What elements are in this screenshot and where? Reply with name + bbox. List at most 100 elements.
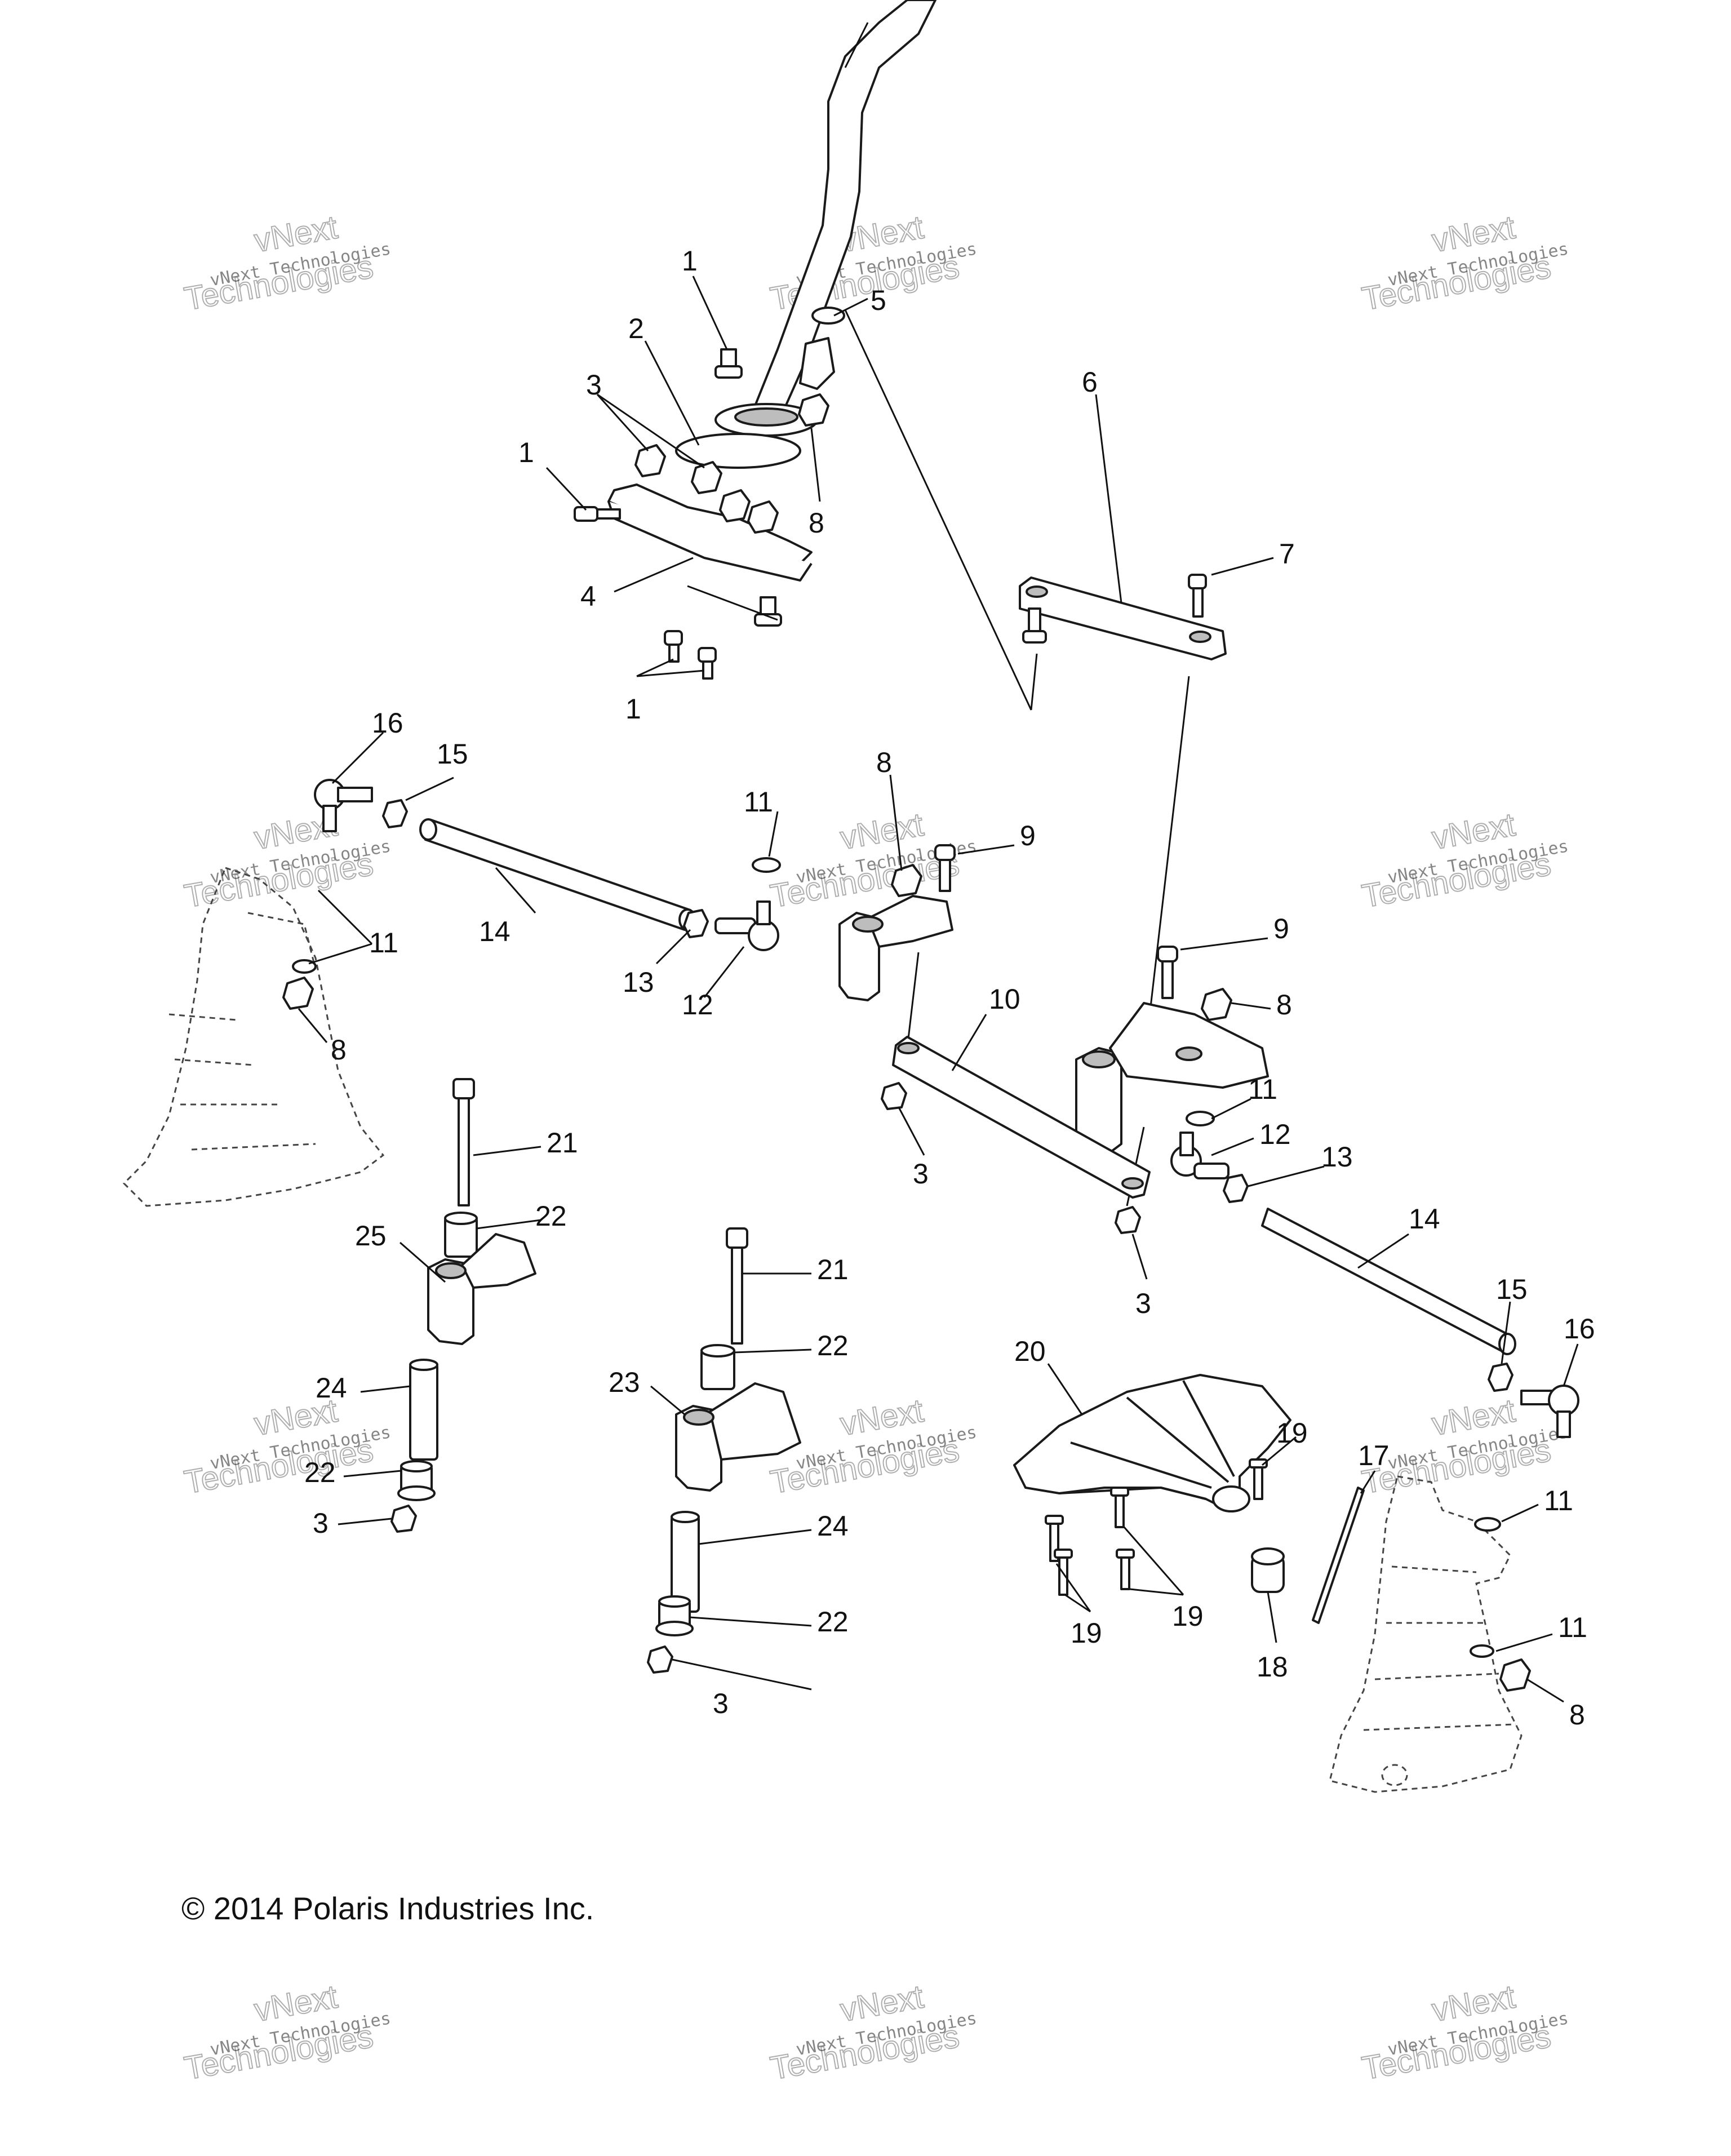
callout-22: 22	[535, 1200, 567, 1232]
callout-9: 9	[1273, 913, 1289, 944]
tie-rod-left	[419, 818, 696, 931]
steering-boot	[1251, 1547, 1285, 1593]
callout-12: 12	[682, 989, 713, 1021]
tie-rod-right	[1261, 1208, 1516, 1355]
bolt-long	[726, 1227, 748, 1345]
callout-19: 19	[1172, 1600, 1204, 1632]
bolt-long	[452, 1078, 475, 1206]
bolt	[1188, 574, 1207, 618]
callout-11: 11	[1248, 1073, 1277, 1105]
callout-13: 13	[623, 966, 654, 998]
callout-15: 15	[1496, 1274, 1528, 1305]
assembly-line	[906, 952, 920, 1049]
nut	[634, 444, 666, 477]
callout-11: 11	[744, 786, 773, 818]
jam-nut	[1488, 1363, 1513, 1392]
washer	[811, 307, 845, 325]
nut	[798, 393, 829, 427]
nut	[891, 864, 922, 897]
spacer-tube	[409, 1359, 438, 1461]
nut	[881, 1082, 907, 1110]
callout-3: 3	[586, 369, 602, 401]
callout-3: 3	[913, 1158, 929, 1190]
copyright-notice: © 2014 Polaris Industries Inc.	[181, 1891, 594, 1926]
callout-8: 8	[331, 1034, 347, 1066]
callout-8: 8	[876, 747, 892, 778]
callout-17: 17	[1358, 1440, 1390, 1471]
bushing	[397, 1460, 436, 1501]
nut	[747, 500, 779, 534]
bolt	[664, 630, 683, 663]
watermark: vNext Technologies vNext Technologies	[181, 805, 392, 915]
pitman-arm	[1019, 576, 1227, 660]
watermark: vNext Technologies vNext Technologies	[1359, 1977, 1570, 2087]
callout-15: 15	[437, 738, 468, 770]
callout-18: 18	[1257, 1651, 1288, 1683]
idler-bracket-center	[675, 1382, 801, 1492]
bolt	[714, 348, 743, 379]
bolt	[934, 844, 956, 892]
callout-24: 24	[316, 1372, 347, 1404]
nut	[691, 461, 722, 494]
assembly-line	[1143, 676, 1190, 1066]
callout-1: 1	[682, 245, 698, 277]
callout-9: 9	[1020, 820, 1036, 851]
bolt	[1157, 946, 1178, 999]
callout-21: 21	[817, 1254, 849, 1285]
callout-3: 3	[1135, 1288, 1151, 1319]
callout-11: 11	[1544, 1485, 1573, 1516]
callout-22: 22	[817, 1606, 849, 1638]
steering-mount-plate	[607, 483, 813, 582]
callout-16: 16	[372, 707, 403, 739]
callout-22: 22	[817, 1330, 849, 1361]
callout-11: 11	[1558, 1612, 1587, 1643]
shaft-seal-plate	[675, 433, 801, 469]
callout-3: 3	[713, 1688, 729, 1719]
tie-rod-end-inner-left	[714, 900, 779, 951]
callout-24: 24	[817, 1510, 849, 1542]
bolt	[1022, 607, 1047, 644]
screw	[1116, 1549, 1135, 1590]
leader-lines	[298, 276, 1579, 1703]
screw	[1249, 1458, 1268, 1500]
washer	[752, 857, 781, 873]
watermark: vNext Technologies vNext Technologies	[1359, 208, 1570, 318]
bushing	[444, 1212, 478, 1258]
callout-14: 14	[479, 916, 511, 947]
callout-3: 3	[313, 1507, 329, 1539]
callout-8: 8	[1276, 989, 1292, 1021]
idler-bracket-right	[1075, 1002, 1269, 1154]
callout-23: 23	[609, 1367, 640, 1398]
right-knuckle-ghost	[1329, 1475, 1523, 1793]
assembly-line	[844, 309, 1032, 711]
callout-25: 25	[355, 1220, 387, 1252]
center-link	[892, 1036, 1151, 1199]
bolt	[754, 596, 782, 627]
bushing	[700, 1344, 735, 1390]
callout-4: 4	[580, 580, 596, 612]
callout-labels: 1 1 1 2 3 3 3 3 3 4 5 6 7 8 8 8 8 8 9 9 …	[304, 245, 1595, 1731]
nut	[390, 1505, 417, 1533]
callout-21: 21	[547, 1127, 578, 1159]
watermark: vNext Technologies vNext Technologies	[181, 1391, 392, 1501]
callout-19: 19	[1276, 1417, 1308, 1449]
callout-7: 7	[1279, 538, 1295, 570]
spacer-tube	[671, 1511, 700, 1613]
nut	[647, 1645, 673, 1674]
left-knuckle-ghost	[122, 867, 385, 1207]
bushing	[655, 1595, 694, 1636]
screw	[1054, 1549, 1073, 1596]
nut	[1201, 988, 1232, 1021]
callout-2: 2	[628, 313, 644, 344]
callout-10: 10	[989, 983, 1020, 1015]
callout-12: 12	[1259, 1119, 1291, 1150]
upper-bracket-tab	[799, 337, 835, 390]
callout-8: 8	[809, 507, 824, 539]
callout-16: 16	[1564, 1313, 1595, 1345]
callout-13: 13	[1321, 1141, 1353, 1173]
steering-shaft	[754, 0, 936, 412]
callout-6: 6	[1082, 366, 1098, 398]
callout-22: 22	[304, 1457, 336, 1488]
callout-20: 20	[1014, 1336, 1046, 1367]
idler-bracket-upper	[838, 895, 953, 1001]
